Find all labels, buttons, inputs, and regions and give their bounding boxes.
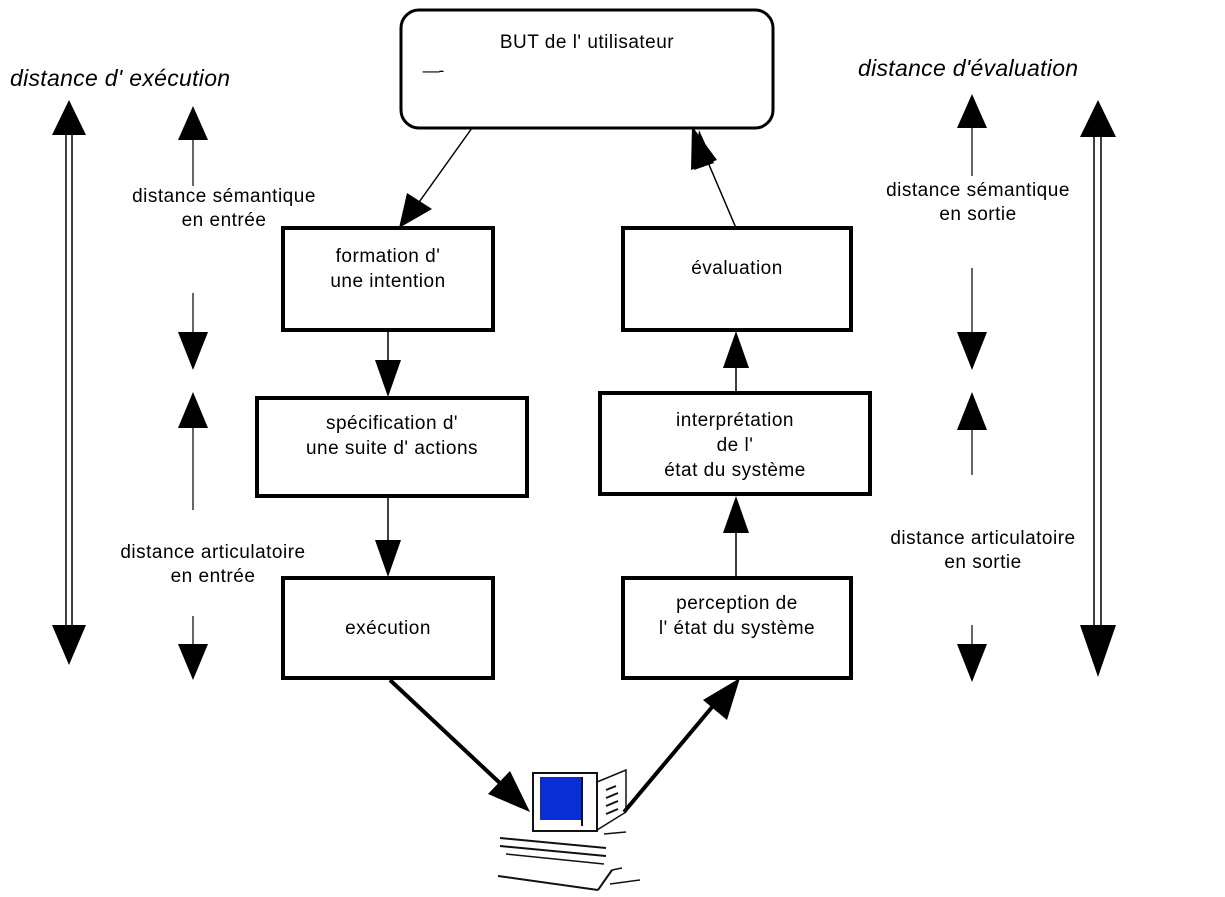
- arrow-specification-to-execution: [375, 497, 401, 577]
- right-double-arrow: [1080, 100, 1116, 677]
- perception-label: perception de l' état du système: [658, 593, 816, 639]
- arrow-execution-to-computer: [388, 678, 530, 812]
- screen: [540, 777, 582, 820]
- header-evaluation-distance: distance d'évaluation: [858, 55, 1079, 81]
- formation-label: formation d' une intention: [330, 246, 446, 292]
- interpretation-label: interprétation de l' état du système: [664, 410, 806, 481]
- arrow-interpretation-to-evaluation: [723, 331, 749, 393]
- left-double-arrow: [52, 100, 86, 665]
- specification-box: [255, 396, 529, 498]
- evaluation-label: évaluation: [691, 258, 783, 279]
- arrow-perception-to-interpretation: [723, 496, 749, 578]
- interpretation-box: [598, 391, 872, 496]
- specification-label: spécification d' une suite d' actions: [305, 413, 479, 459]
- arrow-computer-to-perception: [622, 678, 740, 814]
- goal-dash: —-: [422, 61, 445, 80]
- left-articulatory-span-arrows: [178, 392, 208, 680]
- left-semantic-span-arrows: [178, 106, 208, 370]
- goal-box: [399, 8, 775, 130]
- header-execution-distance: distance d' exécution: [10, 65, 231, 91]
- right-articulatory-span-arrows: [957, 392, 987, 682]
- execution-label: exécution: [345, 618, 431, 639]
- arrow-goal-to-formation: [399, 127, 473, 228]
- evaluation-box: [621, 226, 853, 332]
- right-articulatory-label: distance articulatoire en sortie: [890, 528, 1076, 573]
- right-semantic-span-arrows: [957, 94, 987, 370]
- formation-box: [281, 226, 495, 332]
- arrow-formation-to-specification: [375, 330, 401, 397]
- perception-box: [621, 576, 853, 680]
- left-semantic-label: distance sémantique en entrée: [132, 186, 316, 231]
- arrow-evaluation-to-goal: [691, 126, 737, 229]
- computer-icon: [497, 768, 641, 891]
- left-articulatory-label: distance articulatoire en entrée: [120, 542, 306, 587]
- execution-box: [281, 576, 495, 680]
- right-semantic-label: distance sémantique en sortie: [886, 180, 1070, 225]
- goal-label: BUT de l' utilisateur: [499, 32, 675, 53]
